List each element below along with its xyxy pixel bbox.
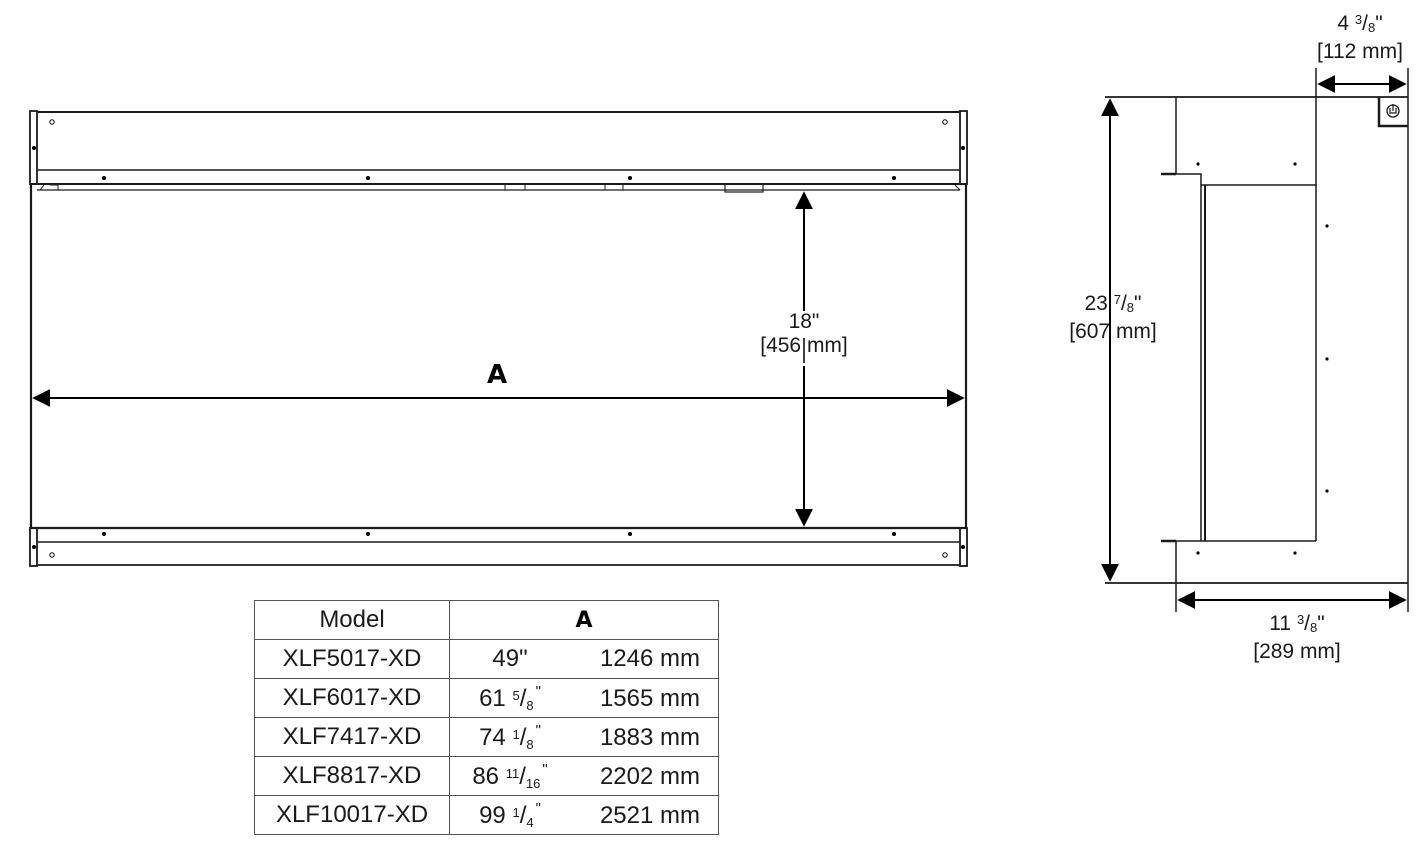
model-cell: XLF7417-XD <box>254 717 450 757</box>
overall-depth-inches: 11 3/8" <box>1269 612 1325 635</box>
table-row: XLF7417-XD 74 1/8" 1883 mm <box>254 717 719 757</box>
model-cell: XLF10017-XD <box>254 795 450 835</box>
side-view <box>1105 68 1409 612</box>
a-mm: 2202 mm <box>599 763 700 790</box>
overall-depth-dimension-label: 11 3/8" [289 mm] <box>1240 608 1354 664</box>
table-row: XLF6017-XD 61 5/8" 1565 mm <box>254 678 719 718</box>
table-row: XLF5017-XD 49" 1246 mm <box>254 639 719 679</box>
a-cell: 49" 1246 mm <box>449 639 719 679</box>
height-dimension-label: 18" [456 mm] <box>748 310 860 358</box>
model-cell: XLF6017-XD <box>254 678 450 718</box>
side-view-screws <box>1196 162 1329 555</box>
height-mm: [456 mm] <box>760 334 848 357</box>
model-dimension-table: Model A XLF5017-XD 49" 1246 mm XLF6017-XD… <box>254 600 719 835</box>
table-row: XLF8817-XD 86 11/16" 2202 mm <box>254 756 719 796</box>
a-inches: 99 1/4" <box>479 800 541 830</box>
table-header-row: Model A <box>254 600 719 640</box>
overall-height-mm: [607 mm] <box>1069 320 1157 343</box>
dimension-lines-front <box>32 191 965 527</box>
height-inches: 18" <box>788 310 820 333</box>
front-view-screws <box>32 119 965 558</box>
header-a: A <box>449 600 719 640</box>
depth-top-mm: [112 mm] <box>1317 40 1403 63</box>
dimension-a-label: A <box>487 360 508 390</box>
depth-top-dimension-label: 4 3/8" [112 mm] <box>1305 8 1415 64</box>
a-cell: 61 5/8" 1565 mm <box>449 678 719 718</box>
dimension-lines-side <box>1101 75 1407 609</box>
front-view <box>29 110 968 567</box>
a-cell: 74 1/8" 1883 mm <box>449 717 719 757</box>
a-cell: 99 1/4" 2521 mm <box>449 795 719 835</box>
overall-height-inches: 23 7/8" <box>1084 292 1142 315</box>
a-inches: 61 5/8" <box>479 683 541 713</box>
depth-top-inches: 4 3/8" <box>1337 12 1383 35</box>
a-cell: 86 11/16" 2202 mm <box>449 756 719 796</box>
a-inches: 86 11/16" <box>472 761 548 791</box>
table-row: XLF10017-XD 99 1/4" 2521 mm <box>254 795 719 835</box>
a-mm: 1883 mm <box>599 724 700 751</box>
a-mm: 1565 mm <box>599 685 700 712</box>
overall-height-dimension-label: 23 7/8" [607 mm] <box>1058 288 1168 344</box>
header-model: Model <box>254 600 450 640</box>
model-cell: XLF5017-XD <box>254 639 450 679</box>
a-mm: 2521 mm <box>599 802 700 829</box>
a-inches: 49" <box>492 645 528 672</box>
model-cell: XLF8817-XD <box>254 756 450 796</box>
a-inches: 74 1/8" <box>479 722 541 752</box>
a-mm: 1246 mm <box>599 645 700 672</box>
overall-depth-mm: [289 mm] <box>1253 640 1341 663</box>
